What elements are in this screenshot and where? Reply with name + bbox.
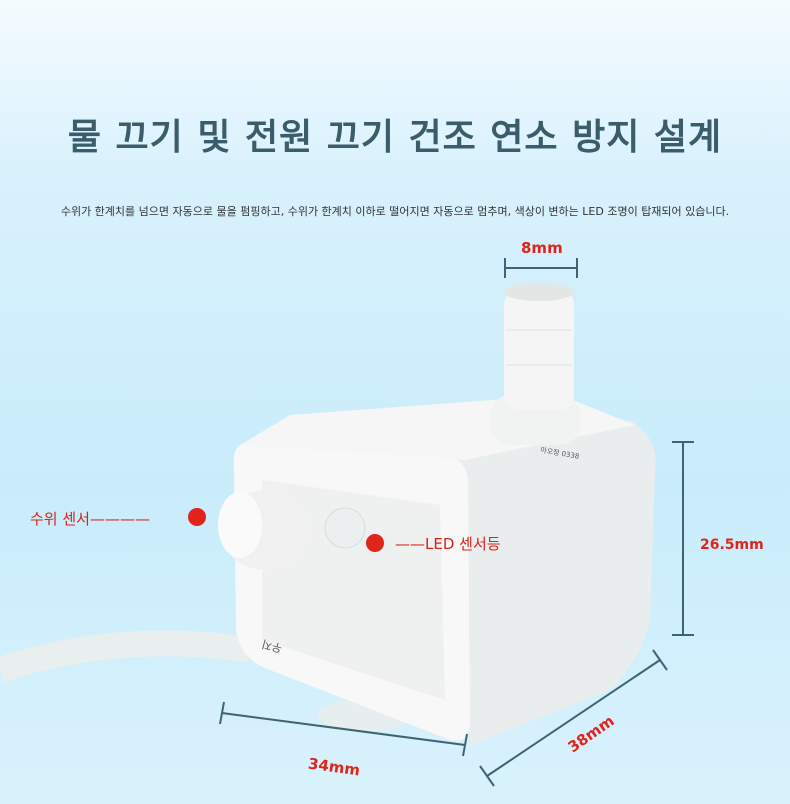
power-cable bbox=[0, 630, 252, 683]
outlet-nozzle bbox=[504, 290, 574, 410]
water-sensor-callout: 수위 센서———— bbox=[30, 510, 150, 528]
dimension-lines bbox=[219, 258, 694, 787]
sensor-marker bbox=[188, 508, 206, 526]
led-marker bbox=[366, 534, 384, 552]
led-callout: ——LED 센서등 bbox=[395, 535, 501, 553]
cable-label: 우지 bbox=[260, 637, 283, 655]
led-light bbox=[324, 507, 366, 549]
page-title: 물 끄기 및 전원 끄기 건조 연소 방지 설계 bbox=[67, 117, 723, 158]
height-dimension: 26.5mm bbox=[700, 537, 764, 553]
feature-description: 수위가 한계치를 넘으면 자동으로 물을 펌핑하고, 수위가 한계치 이하로 떨… bbox=[60, 205, 730, 218]
pump-body-side bbox=[455, 420, 656, 745]
outlet-dimension: 8mm bbox=[521, 239, 563, 257]
